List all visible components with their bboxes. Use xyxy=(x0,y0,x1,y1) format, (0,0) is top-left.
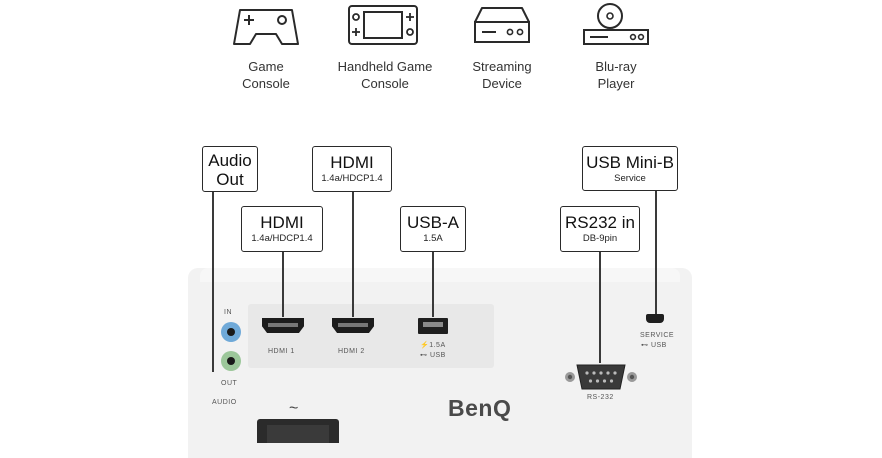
callout-audio-out: Audio Out xyxy=(202,146,258,192)
callout-hdmi-2: HDMI 1.4a/HDCP1.4 xyxy=(312,146,392,192)
hdmi-2-label: HDMI 2 xyxy=(338,348,365,355)
service-usb-label: ⊷ USB xyxy=(641,342,667,349)
bluray-player-icon xyxy=(583,3,649,45)
ac-symbol: ~ xyxy=(289,400,299,417)
device-label-line1: Handheld Game xyxy=(337,59,433,74)
callout-title: USB-A xyxy=(407,213,459,232)
audio-in-label: IN xyxy=(224,309,232,316)
rs232-label: RS-232 xyxy=(587,394,614,401)
callout-usb-a: USB-A 1.5A xyxy=(400,206,466,252)
benq-logo: BenQ xyxy=(448,395,512,421)
rs232-port[interactable] xyxy=(565,362,637,392)
device-label-line2: Console xyxy=(242,76,290,91)
callout-subtitle: 1.4a/HDCP1.4 xyxy=(251,233,313,244)
usb-a-port[interactable] xyxy=(418,318,448,334)
usb-label: ⊷ USB xyxy=(420,352,446,359)
callout-subtitle: Service xyxy=(614,173,646,184)
callout-subtitle: DB-9pin xyxy=(582,233,618,244)
callout-title: HDMI xyxy=(330,153,374,172)
device-label-line2: Device xyxy=(482,76,522,91)
hdmi-1-port[interactable] xyxy=(262,318,304,333)
handheld-game-console-icon xyxy=(348,5,418,45)
audio-in-jack[interactable] xyxy=(221,322,241,342)
callout-subtitle: 1.5A xyxy=(423,233,443,244)
audio-label: AUDIO xyxy=(212,399,237,406)
callout-usb-mini-b: USB Mini-B Service xyxy=(582,146,678,191)
hdmi-2-port[interactable] xyxy=(332,318,374,333)
device-label-line1: Streaming xyxy=(472,59,532,74)
callout-subtitle: 1.4a/HDCP1.4 xyxy=(321,173,383,184)
callout-title: Audio xyxy=(208,151,252,170)
callout-title: USB Mini-B xyxy=(586,153,674,172)
usb-a-leader-line xyxy=(432,251,434,317)
device-label-line1: Blu-ray xyxy=(595,59,637,74)
callout-title: RS232 in xyxy=(565,213,635,232)
callout-rs232: RS232 in DB-9pin xyxy=(560,206,640,252)
ac-power-inlet[interactable] xyxy=(257,419,339,443)
usb-mini-b-leader-line xyxy=(655,190,657,314)
rs232-leader-line xyxy=(599,251,601,363)
callout-title: HDMI xyxy=(260,213,304,232)
callout-hdmi-1: HDMI 1.4a/HDCP1.4 xyxy=(241,206,323,252)
usb-power-label: ⚡1.5A xyxy=(420,342,446,349)
audio-out-label: OUT xyxy=(221,380,238,387)
projector-top-edge xyxy=(200,268,680,282)
streaming-device-icon xyxy=(474,7,530,43)
device-label-line2: Console xyxy=(361,76,409,91)
hdmi-1-label: HDMI 1 xyxy=(268,348,295,355)
game-console-icon xyxy=(233,9,299,45)
hdmi-2-leader-line xyxy=(352,191,354,317)
device-label-line2: Player xyxy=(597,76,635,91)
audio-out-leader-line xyxy=(212,192,214,372)
device-label-line1: Game xyxy=(248,59,284,74)
hdmi-1-leader-line xyxy=(282,251,284,317)
callout-title: Out xyxy=(216,170,244,189)
service-label: SERVICE xyxy=(640,332,675,339)
audio-out-jack[interactable] xyxy=(221,351,241,371)
hdmi-recess xyxy=(248,304,494,368)
usb-mini-b-port[interactable] xyxy=(646,314,664,323)
